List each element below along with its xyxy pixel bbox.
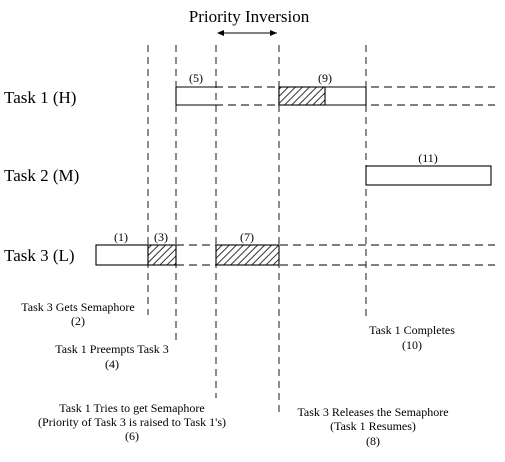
event-4-line-1: Task 1 Preempts Task 3 [55,342,168,356]
diagram-title: Priority Inversion [189,7,310,26]
marker-7: (7) [240,230,254,244]
task-2-run-segment-11 [365,165,492,186]
task-3-semaphore-hold-7 [215,244,280,266]
task-3-semaphore-hold-3 [147,244,177,266]
task-3-label: Task 3 (L) [4,246,75,265]
task-3-run-segment-1 [95,244,149,266]
task-1-row [175,86,495,106]
event-6-line-2: (Priority of Task 3 is raised to Task 1'… [38,415,226,429]
marker-5: (5) [189,71,203,85]
marker-9: (9) [318,71,332,85]
event-10-number: (10) [402,338,422,352]
event-6-number: (6) [125,429,139,443]
event-4-number: (4) [105,357,119,371]
event-8-number: (8) [366,434,380,448]
segment-markers: (1) (3) (5) (7) (9) (11) [114,71,438,244]
task-1-run-segment-5 [175,86,216,106]
task-1-semaphore-hold-9 [278,86,326,106]
marker-11: (11) [418,151,438,165]
event-10-line-1: Task 1 Completes [369,323,455,337]
event-8-line-1: Task 3 Releases the Semaphore [297,405,448,419]
task-2-label: Task 2 (M) [4,166,79,185]
task-2-row [365,165,492,186]
event-8-line-2: (Task 1 Resumes) [330,419,416,433]
marker-3: (3) [154,230,168,244]
event-annotations: Task 3 Gets Semaphore (2) Task 1 Preempt… [21,300,455,448]
event-2-line-1: Task 3 Gets Semaphore [21,300,134,314]
event-6-line-1: Task 1 Tries to get Semaphore [59,401,204,415]
task-1-label: Task 1 (H) [4,88,76,107]
event-2-number: (2) [71,314,85,328]
task-3-row [95,244,495,266]
marker-1: (1) [114,230,128,244]
